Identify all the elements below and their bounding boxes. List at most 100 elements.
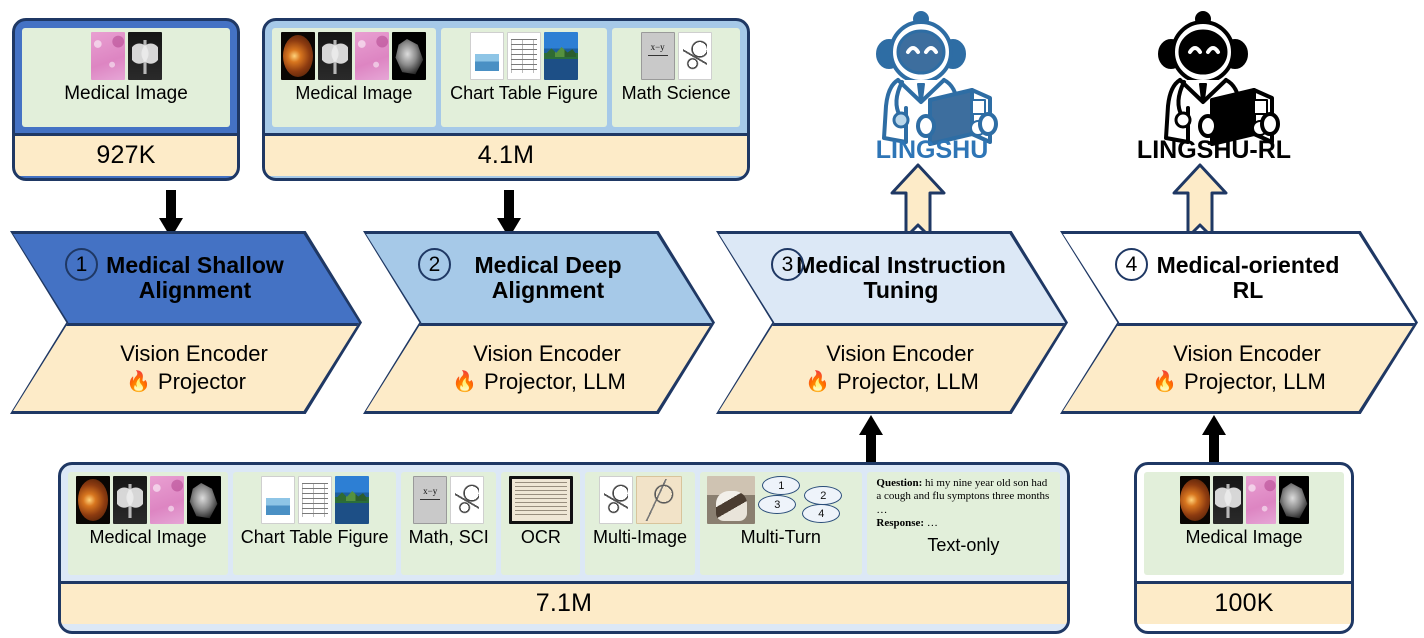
chip-label: Math, SCI: [408, 527, 489, 547]
chip-multi-turn: 1 2 3 4 Multi-Turn: [699, 472, 862, 575]
thumbnail-map: [635, 476, 682, 524]
stage-number-badge: 4: [1115, 248, 1148, 281]
stage-inner: 1 Medical Shallow Alignment Vision Encod…: [13, 234, 359, 411]
thumbnail-fundus: [281, 32, 316, 80]
data-flow-arrow-shallow: [157, 190, 185, 238]
question-label: Question:: [876, 477, 923, 489]
stage-4-medical-oriented-rl[interactable]: 4 Medical-oriented RL Vision Encoder 🔥 P…: [1060, 231, 1418, 414]
thumbnail-fundus: [75, 476, 110, 524]
thumbnail-chest-xray: [318, 32, 353, 80]
dataset-panel-instruction: Medical Image Chart Table Figure Math, S…: [58, 462, 1070, 634]
chip-label: Math Science: [621, 83, 731, 103]
dataset-panel-deep: Medical Image Chart Table Figure Math Sc…: [262, 18, 750, 181]
chip-multi-image: Multi-Image: [585, 472, 695, 575]
module-line-2: Projector, LLM: [484, 368, 626, 394]
dataset-count-instruction: 7.1M: [61, 581, 1067, 624]
thumbnail-cat-photo: [707, 476, 756, 524]
chip-text-only: Question: hi my nine year old son had a …: [866, 472, 1061, 575]
chip-label: Multi-Image: [593, 527, 688, 547]
stage-title: Medical Deep Alignment: [474, 251, 622, 304]
dataset-panel-rl: Medical Image 100K: [1134, 462, 1354, 634]
text-sample-question: Question: hi my nine year old son had a …: [876, 477, 1050, 517]
data-flow-arrow-rl: [1200, 415, 1228, 463]
stage-title: Medical Instruction Tuning: [796, 251, 1006, 304]
dataset-panel-rl-body: Medical Image: [1137, 465, 1351, 581]
response-text: …: [926, 517, 938, 530]
stage-trainable-modules: Vision Encoder 🔥 Projector, LLM: [366, 322, 712, 411]
chip-ocr: OCR: [501, 472, 581, 575]
stage-inner: 4 Medical-oriented RL Vision Encoder 🔥 P…: [1063, 234, 1415, 411]
thumbnail-chest-xray: [127, 32, 162, 80]
chip-label: Medical Image: [1185, 527, 1303, 547]
module-line-2-row: 🔥 Projector, LLM: [452, 369, 626, 395]
thumbnail-ultrasound: [1278, 476, 1309, 524]
lingshu-rl-robot: [1140, 8, 1288, 148]
module-line-2: Projector, LLM: [837, 368, 979, 394]
chip-chart-table-figure: Chart Table Figure: [233, 472, 397, 575]
thumbnail-pathology: [1245, 476, 1276, 524]
thumbnail-math-formula: [413, 476, 448, 524]
dataset-panel-shallow: Medical Image 927K: [12, 18, 240, 181]
module-line-2-row: 🔥 Projector, LLM: [1152, 369, 1326, 395]
thumbnail-bar-chart: [469, 32, 504, 80]
fire-icon: 🔥: [126, 370, 151, 393]
stage-number-badge: 3: [771, 248, 804, 281]
stage-title: Medical Shallow Alignment: [106, 251, 284, 304]
thumb-row: [281, 32, 427, 80]
stage-header: 1 Medical Shallow Alignment: [13, 234, 359, 323]
thumb-row: [413, 476, 485, 524]
stage-trainable-modules: Vision Encoder 🔥 Projector: [13, 322, 359, 411]
chip-label: Medical Image: [64, 83, 188, 104]
thumbnail-landscape-photo: [334, 476, 369, 524]
thumbnail-bar-chart: [260, 476, 295, 524]
dataset-count-rl: 100K: [1137, 581, 1351, 624]
data-flow-arrow-deep: [495, 190, 523, 238]
dialogue-bubble-3: 3: [758, 495, 797, 514]
chip-label: OCR: [520, 527, 561, 547]
chip-medical-image: Medical Image: [68, 472, 229, 575]
stage-inner: 3 Medical Instruction Tuning Vision Enco…: [719, 234, 1065, 411]
stage-3-medical-instruction-tuning[interactable]: 3 Medical Instruction Tuning Vision Enco…: [716, 231, 1068, 414]
module-line-1: Vision Encoder: [473, 341, 621, 367]
thumbnail-scanned-document: [508, 476, 573, 524]
thumb-row: [469, 32, 578, 80]
thumbnail-chest-xray: [112, 476, 147, 524]
thumb-row: [260, 476, 369, 524]
thumbnail-table: [506, 32, 541, 80]
thumb-row: 1 2 3 4: [707, 476, 854, 524]
output-arrow-lingshu: [888, 163, 948, 239]
chip-chart-table-figure: Chart Table Figure: [440, 28, 608, 127]
thumbnail-table: [297, 476, 332, 524]
chip-label: Text-only: [927, 534, 1000, 555]
thumbnail-science-diagram: [598, 476, 633, 524]
stage-number-badge: 2: [418, 248, 451, 281]
stage-2-medical-deep-alignment[interactable]: 2 Medical Deep Alignment Vision Encoder …: [363, 231, 715, 414]
chip-math-sci: Math, SCI: [401, 472, 497, 575]
module-line-2: Projector: [157, 368, 246, 394]
thumbnail-fundus: [1179, 476, 1210, 524]
module-line-1: Vision Encoder: [1173, 341, 1321, 367]
lingshu-rl-label: LINGSHU-RL: [1136, 136, 1292, 164]
thumb-row: [90, 32, 162, 80]
thumbnail-science-diagram: [450, 476, 485, 524]
stage-title: Medical-oriented RL: [1156, 251, 1340, 304]
fire-icon: 🔥: [452, 370, 478, 393]
stage-trainable-modules: Vision Encoder 🔥 Projector, LLM: [719, 322, 1065, 411]
thumbnail-pathology: [90, 32, 125, 80]
dataset-count-shallow: 927K: [15, 133, 237, 176]
dataset-panel-instruction-body: Medical Image Chart Table Figure Math, S…: [61, 465, 1067, 581]
fire-icon: 🔥: [805, 370, 831, 393]
text-sample: Question: hi my nine year old son had a …: [874, 476, 1052, 532]
thumbnail-ultrasound: [186, 476, 221, 524]
stage-1-medical-shallow-alignment[interactable]: 1 Medical Shallow Alignment Vision Encod…: [10, 231, 362, 414]
thumb-row: [640, 32, 712, 80]
thumbnail-ultrasound: [392, 32, 427, 80]
output-arrow-lingshu-rl: [1170, 163, 1230, 239]
thumbnail-math-formula: [640, 32, 675, 80]
module-line-2-row: 🔥 Projector, LLM: [805, 369, 979, 395]
module-line-2-row: 🔥 Projector: [126, 369, 246, 395]
dataset-panel-deep-body: Medical Image Chart Table Figure Math Sc…: [265, 21, 747, 133]
question-text: hi my nine year old son had a cough and …: [876, 477, 1050, 516]
thumb-row: [508, 476, 573, 524]
